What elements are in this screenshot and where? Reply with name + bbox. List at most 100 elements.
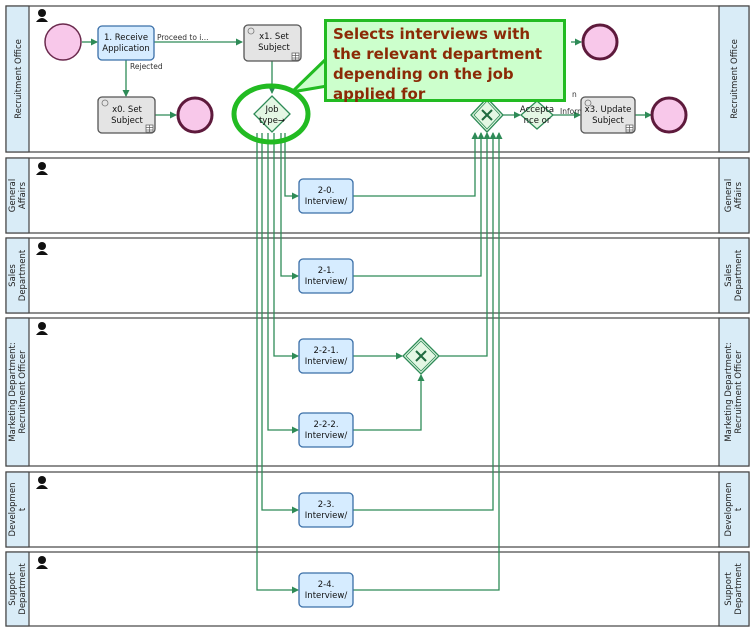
x-icon [481,109,493,121]
end-event-rejected[interactable] [176,96,214,134]
highlight-ring [231,83,311,145]
flow-to-2-2-2 [267,133,299,434]
lane-label-left-2: t [18,507,28,511]
gateway-label-1: Accepta [520,105,554,115]
task-label-1: 2-2-1. [313,346,338,356]
start-event[interactable] [44,23,82,61]
lane-label-right-2: Recruitment Officer [734,350,744,434]
person-icon [36,9,48,22]
flow-label-fragment: n [572,90,577,99]
flow-2-0-to-merge [353,132,479,197]
task-2-0-interview[interactable]: 2-0. Interview/ [298,178,354,214]
task-label-1: 2-4. [318,580,335,590]
gateway-job-type[interactable]: Job type→ [231,83,311,145]
task-2-2-2-interview[interactable]: 2-2-2. Interview/ [298,412,354,448]
lane-label-right-2: t [734,507,744,511]
flow-mkt-gateway-to-merge [439,132,491,357]
lane-label-right-1: Sales [724,264,734,287]
lane-label-right-2: Affairs [734,181,744,209]
task-label-2: Interview/ [305,511,348,521]
person-icon [36,322,48,335]
flow-to-2-0 [284,133,299,200]
gear-icon [247,27,255,35]
gear-icon [101,99,109,107]
lane-support-department: Support Department Support Department [5,551,750,627]
task-label-2: Subject [111,116,143,126]
flow-2-2-2-to-gateway [353,374,425,431]
task-label-2: Application [102,44,150,54]
flow-label-proceed: Proceed to i... [157,33,209,42]
lane-label-left-1: Sales [8,264,18,287]
gateway-merge[interactable] [470,97,504,133]
task-2-2-1-interview[interactable]: 2-2-1. Interview/ [298,338,354,374]
table-icon [625,124,634,133]
lane-label-left-1: Marketing Department: [8,342,18,441]
task-2-3-interview[interactable]: 2-3. Interview/ [298,492,354,528]
task-label-2: Interview/ [305,431,348,441]
task-label-2: Interview/ [305,591,348,601]
flow-to-2-4 [256,133,299,594]
x-icon [415,350,427,362]
lane-label-right: Recruitment Office [730,39,740,119]
lane-label-left-2: Recruitment Officer [18,350,28,434]
flow-2-3-to-merge [353,132,497,511]
lane-label-left-1: Developmen [8,483,18,537]
flow-label-inform: Inform [560,107,584,116]
flow-to-2-3 [261,133,299,514]
task-label-1: 2-1. [318,266,335,276]
gateway-marketing-merge[interactable] [402,337,440,375]
gateway-acceptance[interactable]: Accepta nce or [520,100,554,130]
lane-label-right-1: Developmen [724,483,734,537]
task-label-1: 2-0. [318,186,335,196]
task-x1-set-subject[interactable]: x1. Set Subject [243,24,302,62]
lane-label-left-1: General [8,179,18,213]
lane-label-left-1: Support [8,572,18,606]
task-receive-application[interactable]: 1. Receive Application [97,25,155,61]
task-label-2: Subject [258,43,290,53]
lane-label-right-2: Department [734,563,744,615]
table-icon [145,124,154,133]
lane-label-right-1: Support [724,572,734,606]
person-icons [36,9,48,569]
gateway-label-2: type→ [259,116,285,126]
person-icon [36,556,48,569]
flow-2-1-to-merge [353,132,485,277]
flow-to-2-1 [280,133,299,280]
task-label-1: x1. Set [259,32,289,42]
task-label-2: Interview/ [305,197,348,207]
task-label-1: 1. Receive [104,33,148,43]
end-event-final[interactable] [650,96,688,134]
task-label-1: x0. Set [112,105,142,115]
lane-label-left-2: Department [18,563,28,615]
task-label-2: Interview/ [305,277,348,287]
task-label-1: 2-2-2. [313,420,338,430]
end-event-top[interactable] [581,23,619,61]
sequence-flows [82,38,652,594]
lane-label-left: Recruitment Office [14,39,24,119]
task-2-4-interview[interactable]: 2-4. Interview/ [298,572,354,608]
task-2-1-interview[interactable]: 2-1. Interview/ [298,258,354,294]
flow-2-4-to-merge [353,132,503,591]
person-icon [36,242,48,255]
lane-label-right-1: General [724,179,734,213]
lane-label-left-2: Affairs [18,181,28,209]
person-icon [36,162,48,175]
lane-marketing-department: Marketing Department: Recruitment Office… [5,317,750,467]
lane-label-left-2: Department [18,249,28,301]
lane-label-right-2: Department [734,249,744,301]
task-label-2: Subject [592,116,624,126]
task-label-2: Interview/ [305,357,348,367]
task-x3-update-subject[interactable]: x3. Update Subject [580,96,636,134]
table-icon [291,52,300,61]
gateway-label-1: Job [264,105,278,115]
callout-annotation: Selects interviews with the relevant dep… [324,19,566,103]
flow-label-rejected: Rejected [130,62,163,71]
person-icon [36,476,48,489]
task-x0-set-subject[interactable]: x0. Set Subject [97,96,156,134]
flow-to-2-2-1 [273,133,299,360]
lane-label-right-1: Marketing Department: [724,342,734,441]
gear-icon [584,99,592,107]
gateway-label-2: nce or [524,116,551,126]
